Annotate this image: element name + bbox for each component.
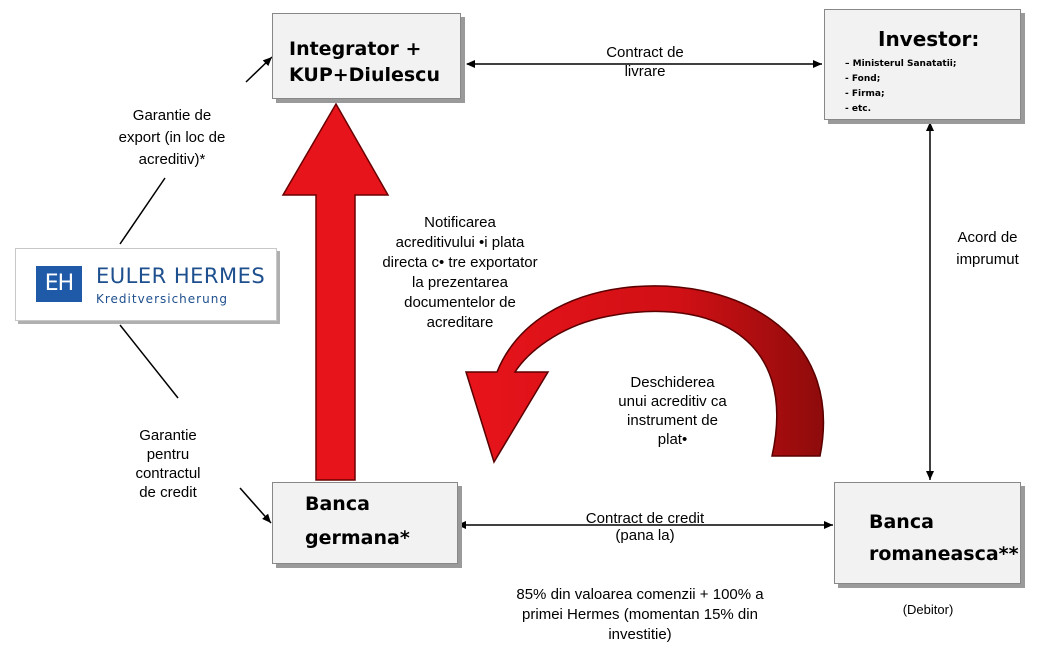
investor-item: - etc. (845, 104, 872, 114)
arrow-garantie-credit (239, 487, 272, 524)
banca-germana-line-1: Banca (305, 493, 370, 515)
banca-romaneasca-line-1: Banca (869, 511, 934, 533)
arrow-garantie-export (245, 56, 273, 83)
label-garantie-export: Garantie de export (in loc de acreditiv)… (118, 107, 226, 168)
integrator-node: Integrator + KUP+Diulescu (272, 13, 461, 99)
euler-hermes-logo-name: EULER HERMES (96, 264, 266, 288)
banca-germana-line-2: germana* (305, 527, 410, 549)
line-logo-garantie-export (119, 177, 166, 245)
label-debitor: (Debitor) (902, 602, 954, 617)
euler-hermes-logo-subtitle: Kreditversicherung (96, 292, 228, 306)
integrator-title-line-2: KUP+Diulescu (289, 64, 440, 86)
investor-item: - Firma; (845, 89, 885, 99)
red-curved-arrow (464, 285, 825, 464)
banca-germana-node: Banca germana* (272, 482, 458, 564)
investor-item: – Ministerul Sanatatii; (845, 59, 957, 69)
label-valoare-credit: 85% din valoarea comenzii + 100% a prime… (516, 586, 764, 643)
banca-romaneasca-node: Banca romaneasca** (834, 482, 1021, 584)
investor-node: Investor: – Ministerul Sanatatii; - Fond… (824, 9, 1021, 120)
investor-item: - Fond; (845, 74, 881, 84)
banca-germana-title: Banca germana* (305, 491, 410, 551)
euler-hermes-logo-mark: EH (36, 266, 82, 302)
investor-title: Investor: (878, 27, 980, 51)
label-acord-imprumut: Acord de imprumut (956, 229, 1019, 268)
label-notificarea: Notificarea acreditivului •i plata direc… (382, 214, 538, 331)
integrator-title: Integrator + KUP+Diulescu (289, 36, 440, 88)
red-up-arrow (281, 102, 390, 481)
banca-romaneasca-line-2: romaneasca** (869, 543, 1019, 565)
label-contract-livrare: Contract de livrare (606, 44, 684, 80)
euler-hermes-logo: EH EULER HERMES Kreditversicherung (15, 248, 277, 321)
label-deschiderea: Deschiderea unui acreditiv ca instrument… (618, 374, 727, 448)
banca-romaneasca-title: Banca romaneasca** (869, 509, 1019, 567)
label-contract-credit: Contract de credit (pana la) (585, 510, 705, 544)
integrator-title-line-1: Integrator + (289, 38, 422, 60)
line-logo-garantie-credit (119, 324, 179, 399)
investor-items: – Ministerul Sanatatii; - Fond; - Firma;… (845, 57, 956, 117)
label-garantie-credit: Garantie pentru contractul de credit (135, 427, 201, 501)
